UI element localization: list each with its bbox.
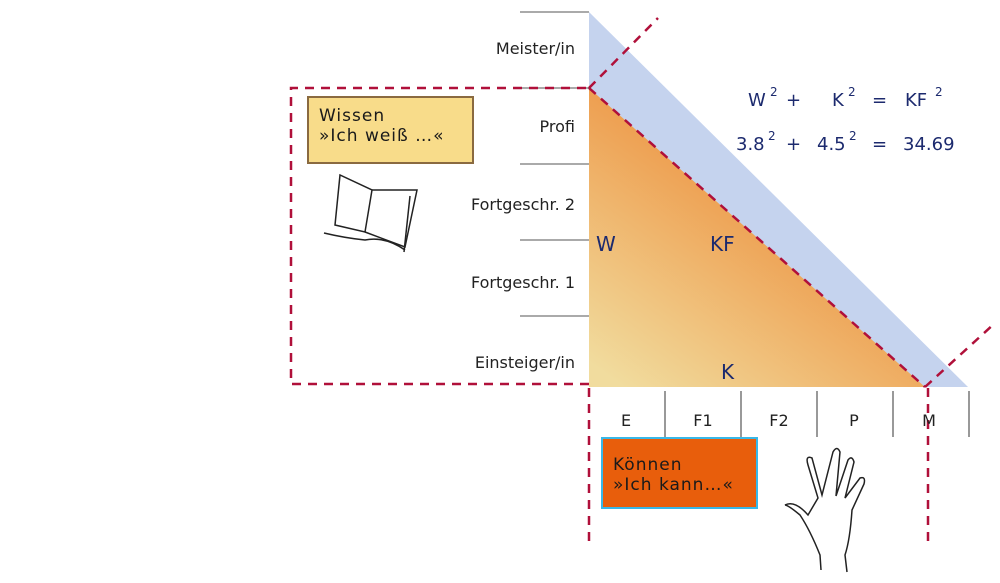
svg-text:3.8: 3.8 (736, 134, 765, 155)
svg-text:2: 2 (768, 129, 776, 143)
var-w: W (596, 232, 616, 256)
wissen-subtitle: »Ich weiß …« (319, 126, 445, 146)
var-k: K (721, 360, 735, 384)
svg-text:+: + (786, 134, 801, 155)
level-label: Fortgeschr. 1 (471, 273, 575, 292)
level-label: Fortgeschr. 2 (471, 195, 575, 214)
level-label: Einsteiger/in (475, 353, 575, 372)
svg-text:4.5: 4.5 (817, 134, 846, 155)
wissen-box: Wissen »Ich weiß …« (307, 96, 474, 164)
column-label: M (922, 411, 936, 430)
svg-text:2: 2 (935, 85, 943, 99)
hand-icon (784, 447, 866, 573)
svg-text:2: 2 (770, 85, 778, 99)
svg-text:2: 2 (849, 129, 857, 143)
koennen-box: Können »Ich kann…« (601, 437, 758, 509)
koennen-subtitle: »Ich kann…« (613, 475, 734, 495)
svg-text:34.69: 34.69 (903, 134, 955, 155)
column-label: F1 (693, 411, 712, 430)
level-label: Meister/in (496, 39, 575, 58)
column-label: F2 (769, 411, 788, 430)
var-kf: KF (710, 232, 735, 256)
svg-text:=: = (872, 134, 887, 155)
dashed-guides (289, 17, 996, 545)
svg-text:=: = (872, 90, 887, 111)
svg-text:KF: KF (905, 90, 927, 111)
svg-text:2: 2 (848, 85, 856, 99)
column-label: E (621, 411, 631, 430)
wissen-title: Wissen (319, 106, 386, 126)
svg-text:K: K (832, 90, 845, 111)
svg-text:W: W (748, 90, 766, 111)
level-label: Profi (540, 117, 575, 136)
koennen-title: Können (613, 455, 683, 475)
svg-text:+: + (786, 90, 801, 111)
book-icon (323, 173, 418, 253)
column-label: P (849, 411, 859, 430)
column-tick-lines (664, 391, 970, 437)
